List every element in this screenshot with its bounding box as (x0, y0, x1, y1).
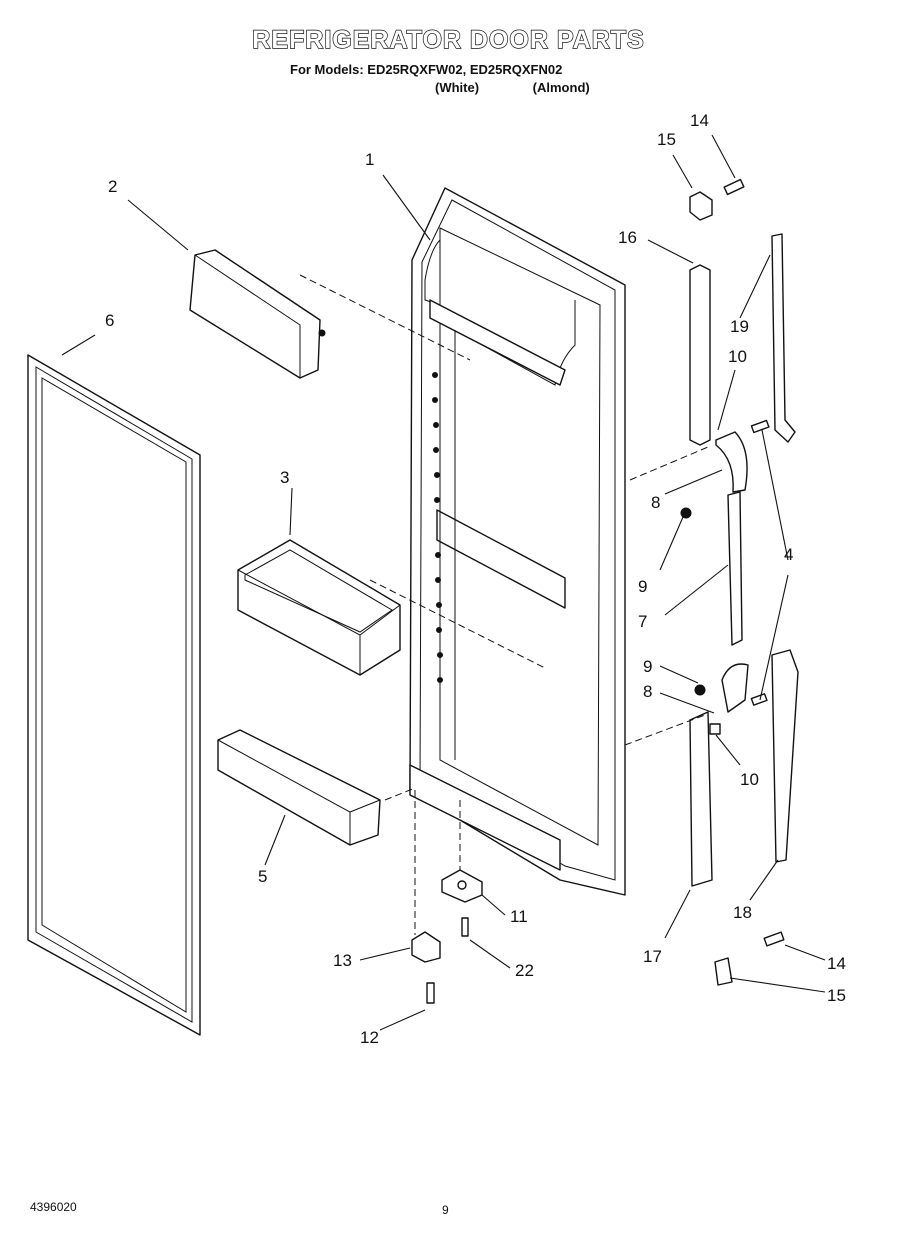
callout-14-bottom: 14 (827, 954, 846, 973)
document-number: 4396020 (30, 1200, 77, 1214)
callout-18: 18 (733, 903, 752, 922)
callout-14-top: 14 (690, 111, 709, 130)
part-6-gasket (27, 354, 201, 1036)
callout-7: 7 (638, 612, 647, 631)
callout-11: 11 (510, 907, 528, 926)
door-shelf-holes (432, 372, 443, 683)
callout-3: 3 (280, 468, 289, 487)
page-title: REFRIGERATOR DOOR PARTS (252, 25, 645, 54)
part-2-dash (299, 274, 471, 361)
page-number: 9 (442, 1203, 449, 1217)
callout-numbers: 1 2 3 6 5 15 14 16 19 10 8 9 4 7 9 8 10 … (105, 111, 846, 1047)
callout-15-top: 15 (657, 130, 676, 149)
models-line: For Models: ED25RQXFW02, ED25RQXFN02 (290, 62, 563, 77)
part-2-dairy-door (189, 249, 326, 379)
upper-hinge-dash (629, 446, 709, 481)
lower-hinge-parts (689, 649, 799, 887)
callout-2: 2 (108, 177, 117, 196)
leader-lines (61, 134, 826, 1031)
callout-15-bottom: 15 (827, 986, 846, 1005)
callout-10-bottom: 10 (740, 770, 759, 789)
part-3-bin (237, 539, 401, 676)
callout-16: 16 (618, 228, 637, 247)
callout-12: 12 (360, 1028, 379, 1047)
variant-white: (White) (435, 80, 480, 95)
variant-almond: (Almond) (532, 80, 590, 95)
callout-1: 1 (365, 150, 374, 169)
part-5-shelf-rail (217, 729, 381, 846)
lower-hinge-dash (624, 714, 706, 746)
callout-9-bottom: 9 (643, 657, 652, 676)
callout-19: 19 (730, 317, 749, 336)
callout-10-top: 10 (728, 347, 747, 366)
callout-8-top: 8 (651, 493, 660, 512)
part-1-door (409, 187, 626, 896)
model-variants: (White) (Almond) (435, 80, 590, 95)
part-5-dash (384, 787, 416, 801)
callout-4: 4 (784, 545, 793, 564)
bottom-hinge-parts (411, 869, 785, 1004)
upper-hinge-parts (680, 178, 796, 646)
callout-6: 6 (105, 311, 114, 330)
callout-8-bottom: 8 (643, 682, 652, 701)
callout-5: 5 (258, 867, 267, 886)
callout-9-top: 9 (638, 577, 647, 596)
callout-22: 22 (515, 961, 534, 980)
callout-17: 17 (643, 947, 662, 966)
callout-13: 13 (333, 951, 352, 970)
